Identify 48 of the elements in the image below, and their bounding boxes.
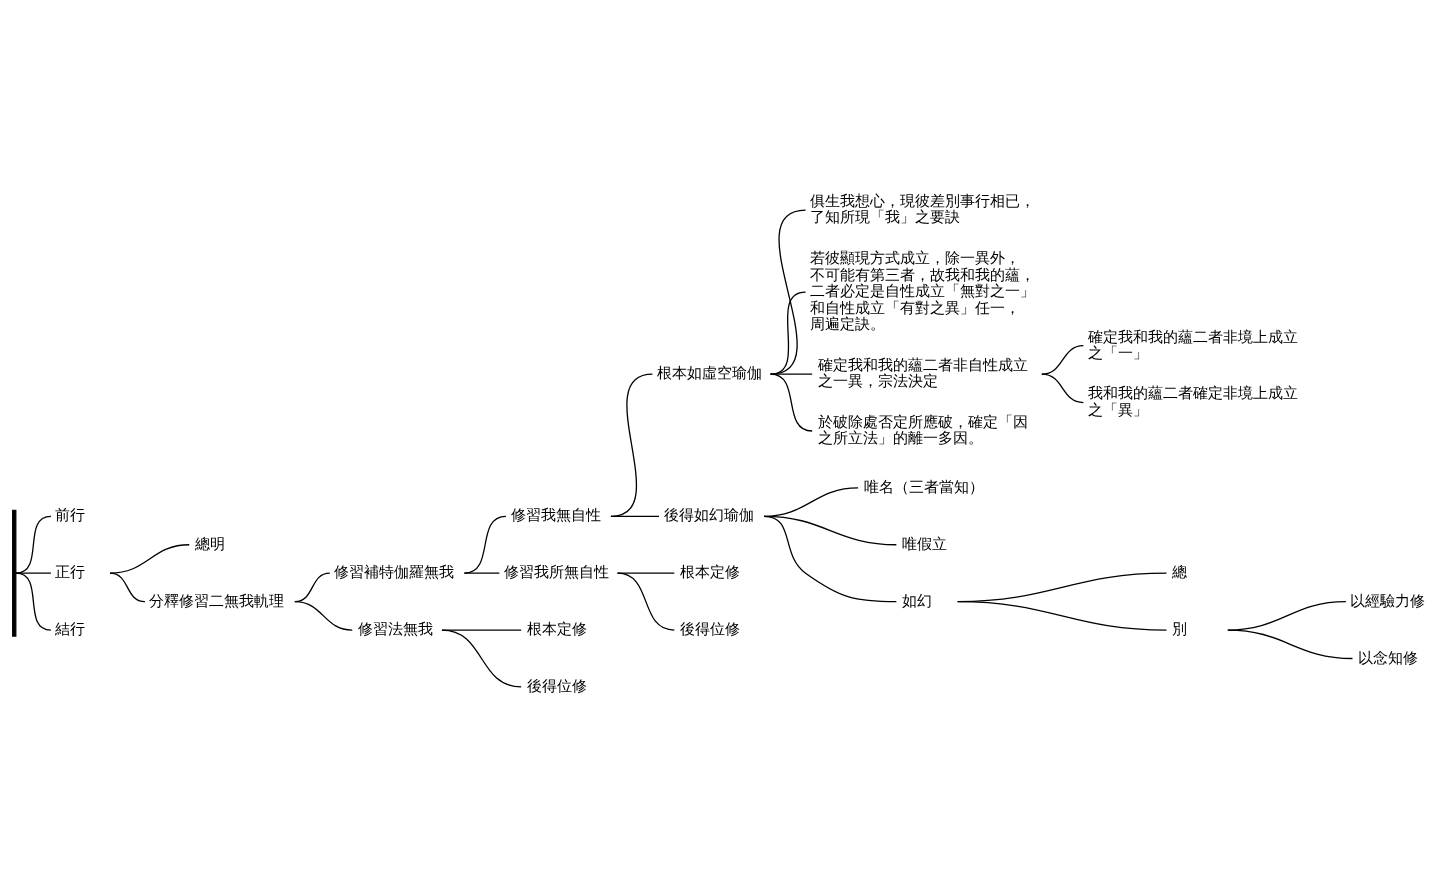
connector [763, 515, 897, 602]
node-text: 後得位修 [679, 619, 740, 638]
node-text: 修習我所無自性 [503, 562, 609, 581]
connector [463, 515, 507, 574]
node-text: 俱生我想心，現彼差別事行相已，了知所現「我」之要訣 [809, 191, 1035, 226]
connector [956, 600, 1168, 631]
connector [610, 515, 660, 517]
connector [15, 515, 52, 574]
node-text: 根本定修 [526, 619, 587, 638]
connector [463, 572, 500, 574]
node-text: 根本定修 [679, 562, 740, 581]
connector [109, 572, 146, 602]
node-text: 於破除處否定所應破，確定「因之所立法」的離一多因。 [817, 412, 1028, 447]
node-text: 分釋修習二無我軌理 [149, 591, 285, 610]
connector [610, 372, 654, 517]
node-text: 確定我和我的蘊二者非境上成立之「一」 [1087, 327, 1298, 362]
node-text: 後得如幻瑜伽 [664, 505, 755, 524]
node-text: 若彼顯現方式成立，除一異外，不可能有第三者，故我和我的蘊，二者必定是自性成立「無對之一」和自性成立「有對之異」任一，周遍定訣。 [809, 248, 1035, 333]
node-text: 唯假立 [901, 534, 947, 553]
connector [616, 572, 675, 631]
node-text: 別 [1171, 619, 1187, 638]
connector [769, 372, 813, 375]
connector [1041, 344, 1085, 375]
node-text: 我和我的蘊二者確定非境上成立之「異」 [1087, 383, 1298, 419]
connector [294, 600, 353, 631]
node-text: 後得位修 [526, 676, 587, 695]
node-text: 修習法無我 [357, 619, 433, 638]
node-text: 前行 [55, 505, 86, 524]
node-text: 結行 [55, 619, 86, 638]
node-text: 正行 [55, 562, 86, 581]
node-text: 如幻 [901, 591, 932, 610]
node-text: 修習補特伽羅無我 [334, 562, 455, 581]
connector [15, 572, 52, 631]
connector [109, 543, 190, 574]
node-text: 總 [1171, 562, 1187, 581]
connector [441, 628, 522, 688]
node-text: 根本如虛空瑜伽 [656, 363, 762, 382]
connector [441, 628, 522, 631]
node-text: 以念知修 [1357, 648, 1418, 667]
node-bar [12, 509, 17, 637]
node-text: 確定我和我的蘊二者非自性成立之一異，宗法決定 [817, 355, 1028, 390]
node-text: 以經驗力修 [1350, 591, 1426, 610]
node-text: 修習我無自性 [511, 505, 602, 524]
connector [769, 372, 813, 432]
node-text: 唯名（三者當知） [864, 477, 985, 496]
node-text: 總明 [194, 534, 225, 553]
connector [1041, 372, 1085, 403]
connector [1227, 628, 1354, 659]
